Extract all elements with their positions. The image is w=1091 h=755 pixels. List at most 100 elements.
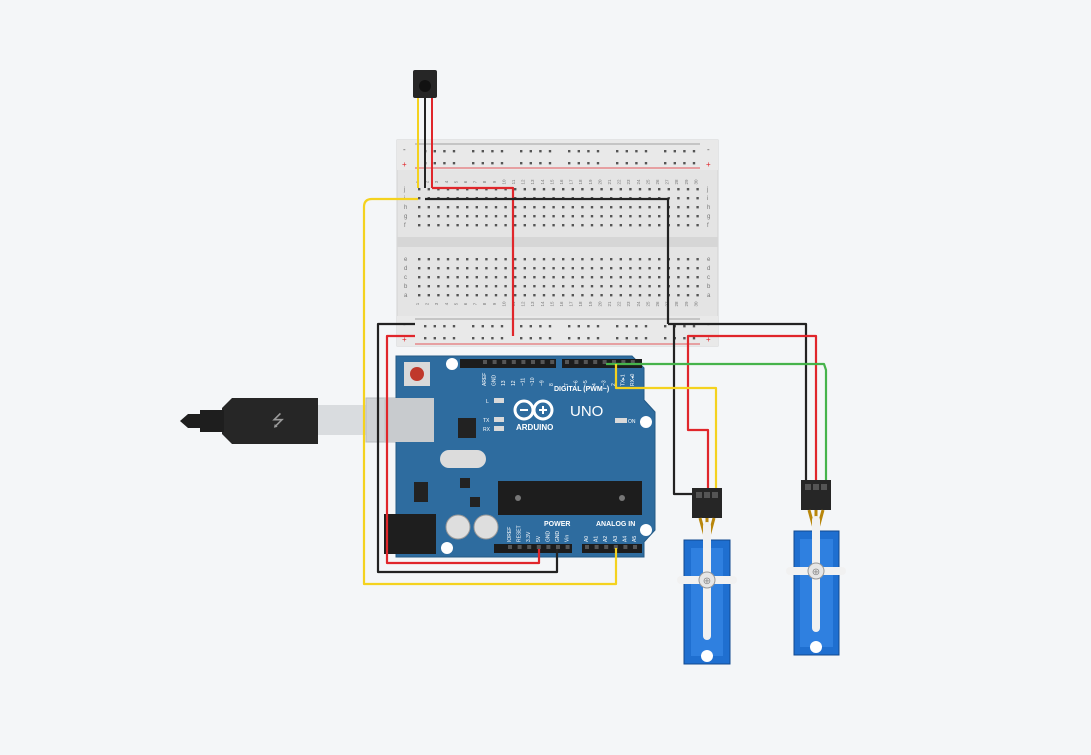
column-number: 11 — [511, 179, 516, 184]
arduino-model-text: UNO — [570, 403, 603, 420]
header-pin[interactable] — [527, 545, 532, 549]
column-number: 19 — [588, 301, 593, 307]
column-number: 27 — [665, 179, 670, 185]
pin-label: A5 — [632, 536, 638, 542]
column-number: 22 — [617, 301, 622, 307]
header-pin[interactable] — [602, 360, 607, 364]
wire-black-servo1[interactable] — [668, 322, 808, 496]
header-pin[interactable] — [630, 360, 635, 364]
column-number: 30 — [693, 301, 698, 307]
column-number: 21 — [607, 179, 612, 185]
wire-black-ir-gnd[interactable] — [425, 197, 670, 324]
arduino-uno-board[interactable]: ARDUINO UNO DIGITAL (PWM~) POWER ANALOG … — [384, 355, 656, 558]
header-pin[interactable] — [483, 360, 487, 364]
pin-label: AREF — [482, 373, 488, 386]
column-number: 5 — [453, 302, 458, 305]
wire-red-5v-arduino[interactable] — [385, 334, 541, 565]
column-number: 13 — [530, 179, 535, 185]
header-pin[interactable] — [565, 545, 570, 549]
column-number: 17 — [569, 301, 574, 307]
pin-label: 12 — [511, 380, 517, 386]
header-pin[interactable] — [546, 545, 551, 549]
header-pin[interactable] — [594, 545, 599, 549]
column-number: 4 — [444, 180, 449, 183]
wire-red-ir-power[interactable] — [432, 186, 515, 336]
row-letter: a — [404, 293, 408, 299]
header-pin[interactable] — [492, 360, 497, 364]
header-pin[interactable] — [502, 360, 507, 364]
column-number: 10 — [501, 301, 506, 307]
on-led-label: ON — [628, 419, 636, 425]
pin-label: ~9 — [540, 380, 546, 386]
pin-label: ~3 — [602, 380, 608, 386]
column-number: 23 — [626, 301, 631, 307]
header-pin[interactable] — [540, 360, 545, 364]
header-pin[interactable] — [583, 360, 588, 364]
pin-label: 13 — [501, 380, 507, 386]
breadboard[interactable]: - + - + - + - + 112233445566778899101011… — [396, 139, 719, 347]
row-letter: b — [404, 284, 408, 290]
column-number: 18 — [578, 179, 583, 185]
column-number: 9 — [492, 302, 497, 305]
header-pin[interactable] — [585, 545, 589, 549]
pin-label: A4 — [622, 536, 628, 542]
column-number: 14 — [540, 179, 545, 185]
column-number: 24 — [636, 179, 641, 185]
header-pin[interactable] — [511, 360, 516, 364]
column-number: 20 — [597, 301, 602, 307]
header-pin[interactable] — [521, 360, 526, 364]
column-number: 4 — [444, 302, 449, 305]
wire-yellow-ir-signal[interactable] — [362, 197, 618, 586]
column-number: 8 — [482, 180, 487, 183]
wire-green-servo2-signal[interactable] — [606, 362, 828, 490]
header-pin[interactable] — [621, 360, 626, 364]
header-pin[interactable] — [612, 360, 616, 364]
header-pin[interactable] — [623, 545, 628, 549]
header-pin[interactable] — [565, 360, 569, 364]
column-number: 7 — [473, 180, 478, 183]
header-pin[interactable] — [593, 360, 598, 364]
wire-red-servo2[interactable] — [700, 334, 818, 490]
wires — [362, 186, 828, 586]
pin-label: ~6 — [573, 380, 579, 386]
header-pin[interactable] — [556, 545, 560, 549]
pin-label: IOREF — [507, 527, 513, 542]
header-pin[interactable] — [517, 545, 522, 549]
header-pin[interactable] — [536, 545, 541, 549]
header-pin[interactable] — [574, 360, 579, 364]
servo-motor-1[interactable]: ⊕ — [677, 488, 737, 665]
column-number: 9 — [492, 180, 497, 183]
servo-horn-icon — [807, 562, 825, 580]
wire-black-gnd-arduino[interactable] — [376, 322, 559, 574]
header-pin[interactable] — [531, 360, 535, 364]
column-number: 21 — [607, 301, 612, 307]
pin-label: A0 — [584, 536, 590, 542]
column-number: 18 — [578, 301, 583, 307]
pin-label: TX▸1 — [620, 374, 626, 386]
column-number: 22 — [617, 179, 622, 185]
column-number: 8 — [482, 302, 487, 305]
usb-icon: ⭍ — [271, 412, 284, 430]
column-number: 6 — [463, 180, 468, 183]
servo-horn-icon — [698, 571, 716, 589]
row-letter: e — [404, 257, 408, 263]
column-number: 12 — [521, 301, 526, 307]
header-pin[interactable] — [550, 360, 555, 364]
wire-yellow-servo1-signal[interactable] — [614, 364, 718, 490]
header-pin[interactable] — [604, 545, 609, 549]
column-number: 3 — [434, 180, 439, 183]
pin-label: 8 — [549, 383, 555, 386]
column-number: 24 — [636, 301, 641, 307]
row-letter: c — [707, 275, 710, 281]
ir-receiver-sensor[interactable] — [413, 70, 437, 188]
wire-red-servo1[interactable] — [686, 334, 710, 490]
header-pin[interactable] — [633, 545, 637, 549]
rail-minus-top: - — [403, 145, 406, 154]
analog-header-label: ANALOG IN — [596, 521, 635, 528]
header-pin[interactable] — [508, 545, 512, 549]
row-letter: i — [707, 196, 708, 202]
servo-motor-2[interactable]: ⊕ — [786, 480, 846, 656]
header-pin[interactable] — [613, 545, 618, 549]
